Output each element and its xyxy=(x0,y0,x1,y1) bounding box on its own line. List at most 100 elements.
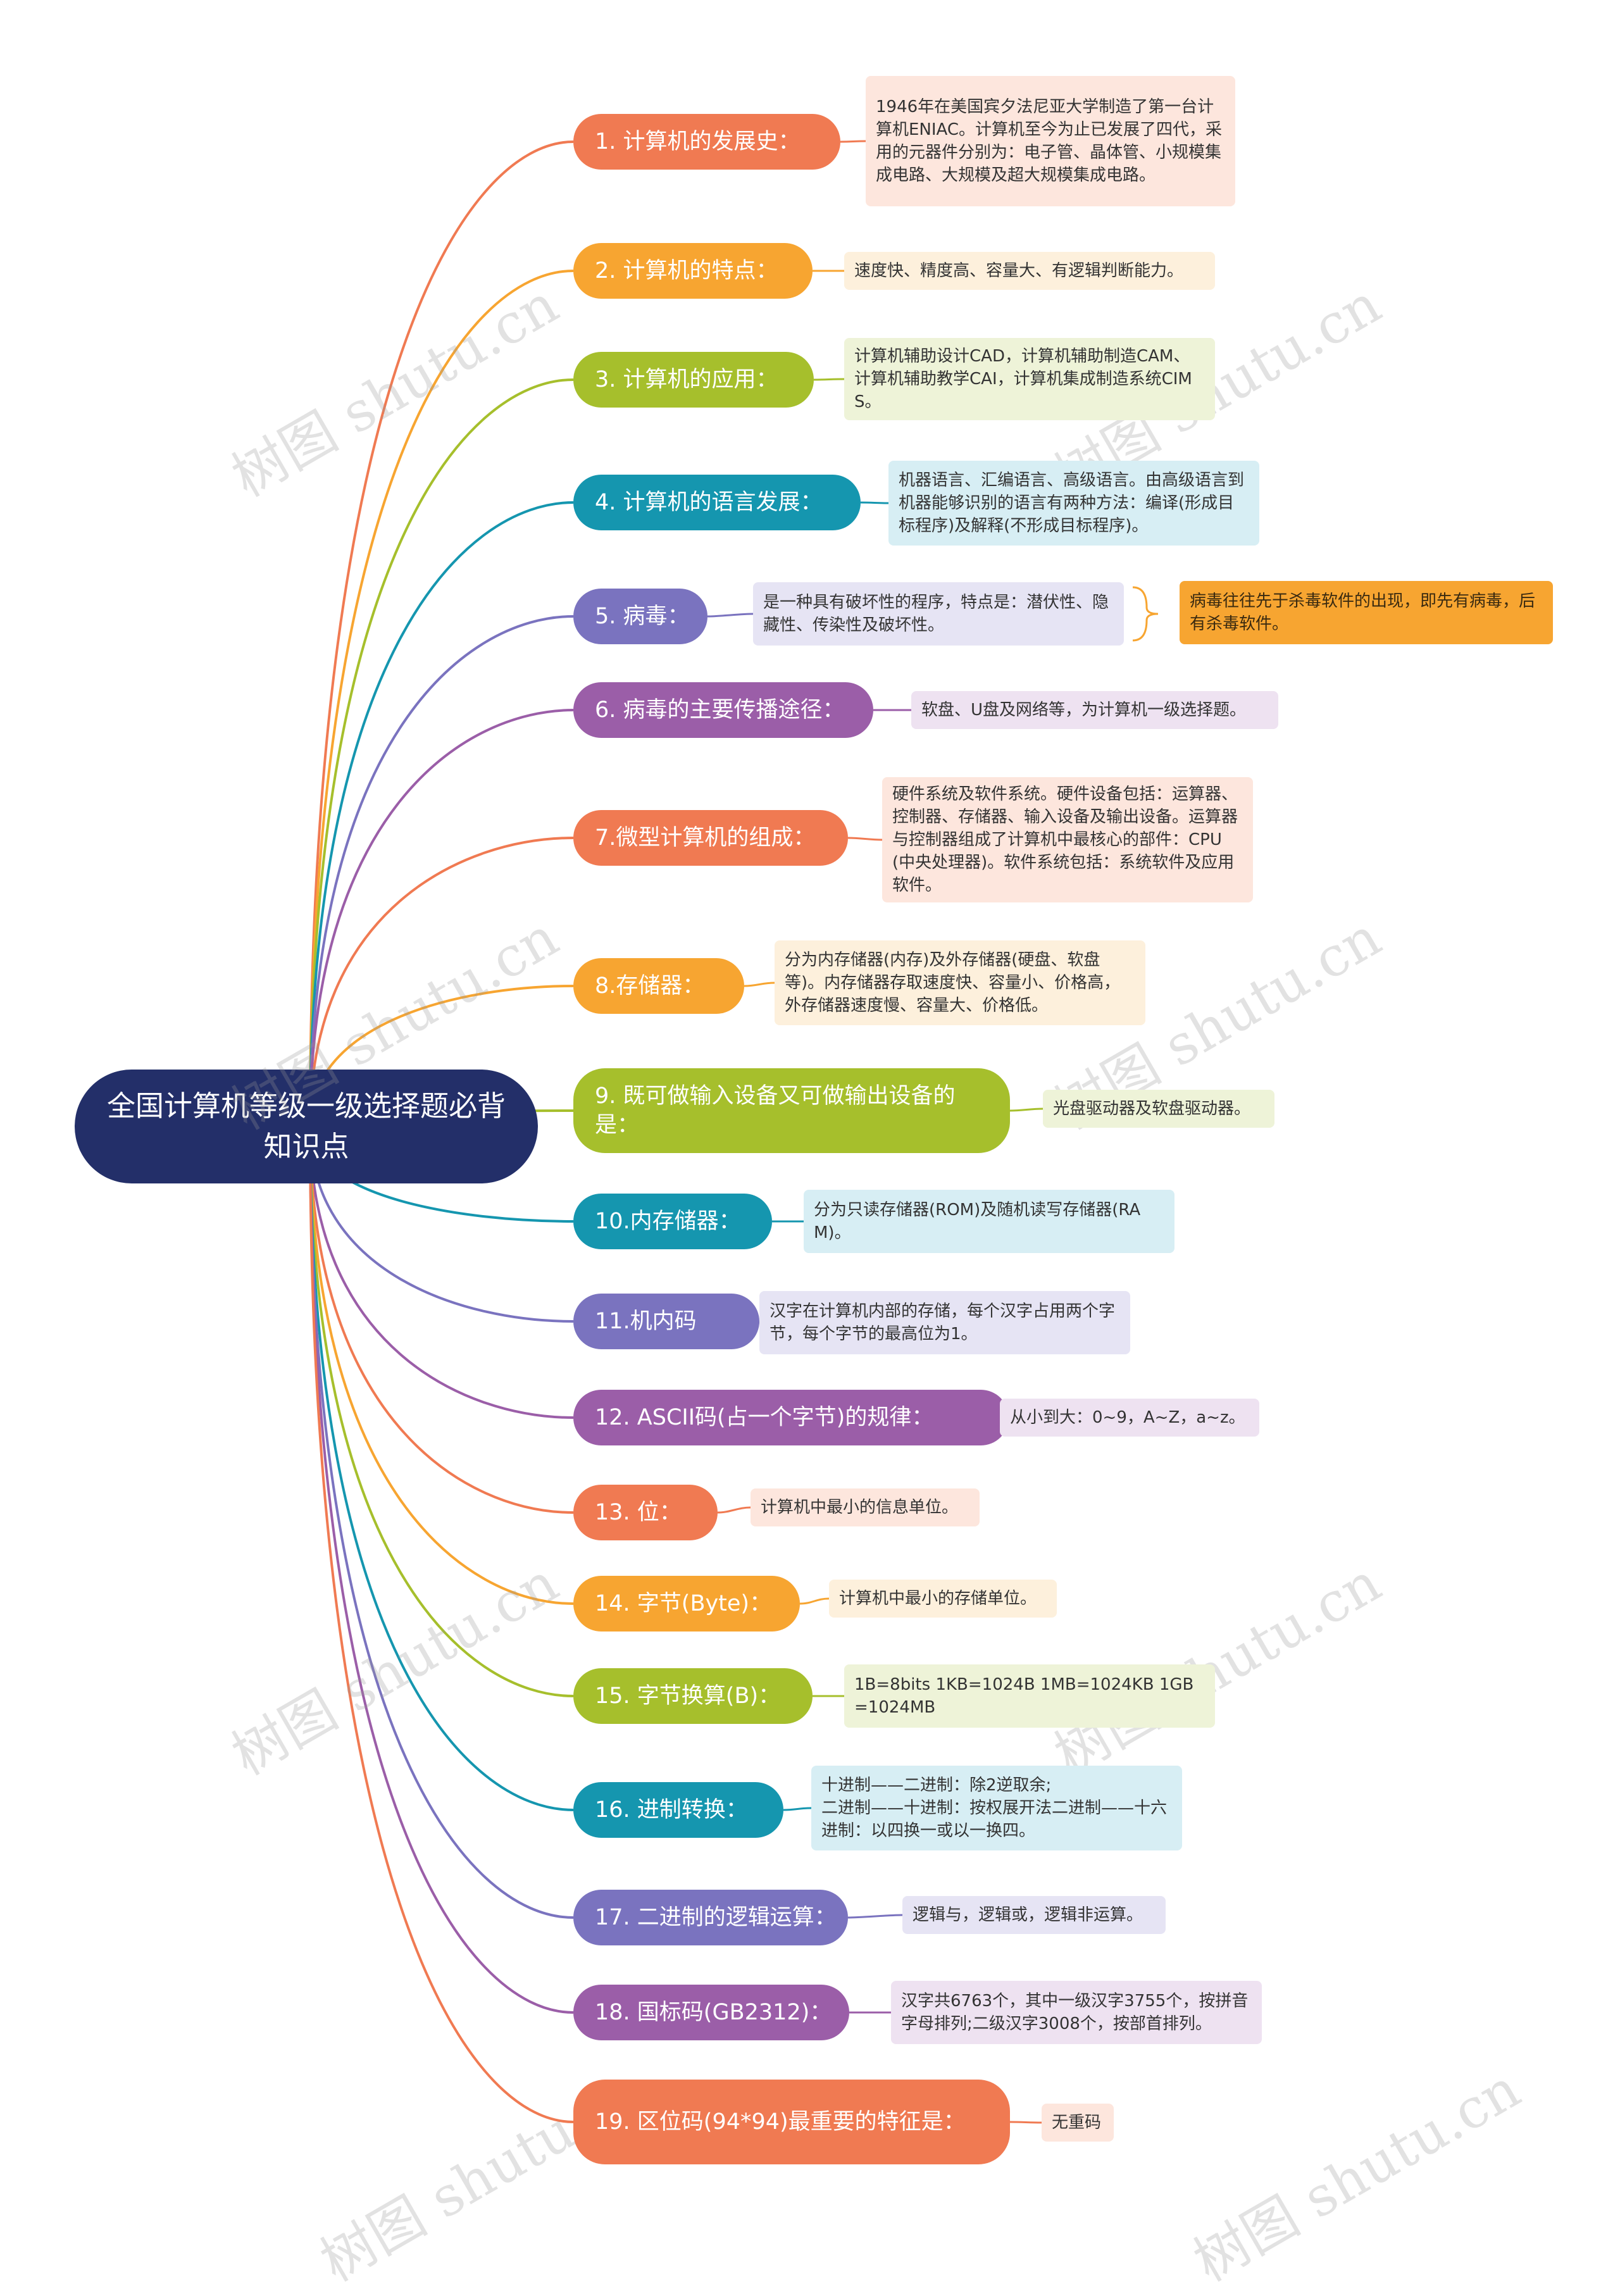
branch-connector xyxy=(309,1126,574,1697)
central-topic-label: 全国计算机等级一级选择题必背知识点 xyxy=(106,1089,506,1163)
brace-connector xyxy=(1132,586,1159,642)
topic-label: 8.存储器： xyxy=(595,973,705,999)
topic-label: 14. 字节(Byte)： xyxy=(595,1591,772,1616)
detail-note-text: 分为内存储器(内存)及外存储器(硬盘、软盘等)。内存储器存取速度快、容量小、价格… xyxy=(785,951,1121,1015)
note-connector xyxy=(1009,2121,1042,2124)
detail-note-text: 汉字在计算机内部的存储，每个汉字占用两个字节，每个字节的最高位为1。 xyxy=(770,1302,1116,1344)
topic-label: 7.微型计算机的组成： xyxy=(595,825,816,851)
topic-label: 11.机内码 xyxy=(595,1309,697,1334)
detail-note: 1B=8bits 1KB=1024B 1MB=1024KB 1GB=1024MB xyxy=(844,1664,1215,1728)
topic-node[interactable]: 17. 二进制的逻辑运算： xyxy=(573,1890,848,1945)
topic-label: 4. 计算机的语言发展： xyxy=(595,490,823,515)
detail-note: 十进制——二进制：除2逆取余;二进制——十进制：按权展开法二进制——十六进制：以… xyxy=(811,1766,1182,1850)
detail-note-text: 无重码 xyxy=(1052,2113,1102,2132)
note-connector xyxy=(744,982,775,987)
detail-note-text: 软盘、U盘及网络等，为计算机一级选择题。 xyxy=(921,701,1247,720)
topic-node[interactable]: 2. 计算机的特点： xyxy=(573,243,813,299)
topic-label: 18. 国标码(GB2312)： xyxy=(595,2000,832,2025)
topic-label: 15. 字节换算(B)： xyxy=(595,1683,781,1709)
note-connector xyxy=(1009,1107,1044,1112)
detail-note: 分为只读存储器(ROM)及随机读写存储器(RAM)。 xyxy=(804,1190,1174,1253)
topic-label: 12. ASCII码(占一个字节)的规律： xyxy=(595,1405,934,1430)
note-connector xyxy=(860,501,889,504)
topic-node[interactable]: 9. 既可做输入设备又可做输出设备的是： xyxy=(573,1068,1010,1153)
topic-node[interactable]: 11.机内码 xyxy=(573,1294,759,1349)
topic-label: 3. 计算机的应用： xyxy=(595,367,778,392)
detail-note: 计算机中最小的信息单位。 xyxy=(751,1488,980,1526)
topic-node[interactable]: 16. 进制转换： xyxy=(573,1782,783,1838)
detail-note-text: 计算机辅助设计CAD，计算机辅助制造CAM、计算机辅助教学CAI，计算机集成制造… xyxy=(854,347,1192,411)
note-connector xyxy=(707,613,754,618)
topic-node[interactable]: 5. 病毒： xyxy=(573,589,707,644)
topic-node[interactable]: 1. 计算机的发展史： xyxy=(573,114,840,170)
detail-note-lines: 十进制——二进制：除2逆取余;二进制——十进制：按权展开法二进制——十六进制：以… xyxy=(821,1774,1172,1842)
detail-note-text: 1946年在美国宾夕法尼亚大学制造了第一台计算机ENIAC。计算机至今为止已发展… xyxy=(876,97,1223,185)
branch-connector xyxy=(309,1126,574,1514)
topic-node[interactable]: 8.存储器： xyxy=(573,958,744,1014)
detail-note: 无重码 xyxy=(1042,2104,1114,2142)
branch-connector xyxy=(309,501,574,1127)
detail-note: 速度快、精度高、容量大、有逻辑判断能力。 xyxy=(844,252,1215,290)
detail-note: 从小到大：0~9，A~Z，a~z。 xyxy=(1000,1399,1259,1437)
topic-node[interactable]: 13. 位： xyxy=(573,1485,718,1540)
detail-note-text: 从小到大：0~9，A~Z，a~z。 xyxy=(1010,1408,1245,1427)
detail-note-text: 机器语言、汇编语言、高级语言。由高级语言到机器能够识别的语言有两种方法：编译(形… xyxy=(899,471,1245,535)
topic-label: 10.内存储器： xyxy=(595,1209,741,1234)
detail-note: 汉字在计算机内部的存储，每个汉字占用两个字节，每个字节的最高位为1。 xyxy=(759,1291,1130,1354)
detail-note-line: 十进制——二进制：除2逆取余; xyxy=(821,1776,1052,1795)
topic-label: 2. 计算机的特点： xyxy=(595,258,778,284)
branch-connector xyxy=(309,1126,574,1811)
topic-label: 1. 计算机的发展史： xyxy=(595,129,801,154)
topic-label: 5. 病毒： xyxy=(595,604,690,629)
note-connector xyxy=(847,837,883,841)
subnote-text: 病毒往往先于杀毒软件的出现，即先有病毒，后有杀毒软件。 xyxy=(1190,592,1536,633)
note-connector xyxy=(813,378,845,381)
detail-note: 逻辑与，逻辑或，逻辑非运算。 xyxy=(902,1896,1166,1934)
topic-node[interactable]: 19. 区位码(94*94)最重要的特征是： xyxy=(573,2080,1010,2164)
detail-note-text: 速度快、精度高、容量大、有逻辑判断能力。 xyxy=(854,261,1184,280)
branch-connector xyxy=(309,1126,574,1919)
branch-connector xyxy=(309,140,574,1127)
note-connector xyxy=(783,1807,812,1811)
topic-node[interactable]: 18. 国标码(GB2312)： xyxy=(573,1985,849,2040)
detail-note-text: 计算机中最小的信息单位。 xyxy=(761,1498,959,1517)
detail-note-text: 光盘驱动器及软盘驱动器。 xyxy=(1053,1099,1251,1118)
branch-connector xyxy=(309,270,574,1127)
branch-connector xyxy=(309,1126,574,1605)
topic-label: 13. 位： xyxy=(595,1500,682,1525)
topic-node[interactable]: 4. 计算机的语言发展： xyxy=(573,475,861,530)
branch-connector xyxy=(309,615,574,1127)
topic-node[interactable]: 12. ASCII码(占一个字节)的规律： xyxy=(573,1390,1009,1445)
branch-connector xyxy=(309,837,574,1127)
detail-note-text: 硬件系统及软件系统。硬件设备包括：运算器、控制器、存储器、输入设备及输出设备。运… xyxy=(892,785,1238,895)
topic-label: 9. 既可做输入设备又可做输出设备的是： xyxy=(595,1083,956,1138)
branch-connector xyxy=(309,378,574,1127)
detail-note: 硬件系统及软件系统。硬件设备包括：运算器、控制器、存储器、输入设备及输出设备。运… xyxy=(882,777,1253,902)
detail-note: 软盘、U盘及网络等，为计算机一级选择题。 xyxy=(911,691,1278,729)
topic-label: 19. 区位码(94*94)最重要的特征是： xyxy=(595,2109,966,2135)
topic-node[interactable]: 6. 病毒的主要传播途径： xyxy=(573,682,873,738)
mindmap-canvas: 全国计算机等级一级选择题必背知识点 树图 shutu.cn 树图 shutu.c… xyxy=(75,76,1553,2294)
detail-note: 1946年在美国宾夕法尼亚大学制造了第一台计算机ENIAC。计算机至今为止已发展… xyxy=(866,76,1235,206)
detail-note-text: 1B=8bits 1KB=1024B 1MB=1024KB 1GB=1024MB xyxy=(854,1675,1194,1717)
central-topic[interactable]: 全国计算机等级一级选择题必背知识点 xyxy=(75,1070,538,1183)
note-connector xyxy=(717,1506,751,1514)
detail-note-text: 汉字共6763个，其中一级汉字3755个，按拼音字母排列;二级汉字3008个，按… xyxy=(901,1992,1249,2033)
topic-node[interactable]: 3. 计算机的应用： xyxy=(573,352,814,408)
note-connector xyxy=(847,1914,903,1919)
detail-note: 计算机中最小的存储单位。 xyxy=(829,1580,1057,1618)
branch-connector xyxy=(309,1126,574,2123)
note-connector xyxy=(799,1597,830,1605)
detail-note-text: 计算机中最小的存储单位。 xyxy=(839,1589,1037,1608)
topic-node[interactable]: 15. 字节换算(B)： xyxy=(573,1668,813,1724)
subnote: 病毒往往先于杀毒软件的出现，即先有病毒，后有杀毒软件。 xyxy=(1180,581,1553,644)
topic-node[interactable]: 14. 字节(Byte)： xyxy=(573,1576,800,1632)
detail-note: 光盘驱动器及软盘驱动器。 xyxy=(1043,1090,1274,1128)
detail-note: 是一种具有破坏性的程序，特点是：潜伏性、隐藏性、传染性及破坏性。 xyxy=(753,582,1124,646)
branch-connector xyxy=(309,709,574,1127)
topic-label: 6. 病毒的主要传播途径： xyxy=(595,697,845,723)
topic-label: 17. 二进制的逻辑运算： xyxy=(595,1905,837,1930)
topic-node[interactable]: 10.内存储器： xyxy=(573,1194,772,1249)
topic-node[interactable]: 7.微型计算机的组成： xyxy=(573,810,848,866)
detail-note: 汉字共6763个，其中一级汉字3755个，按拼音字母排列;二级汉字3008个，按… xyxy=(891,1981,1262,2044)
